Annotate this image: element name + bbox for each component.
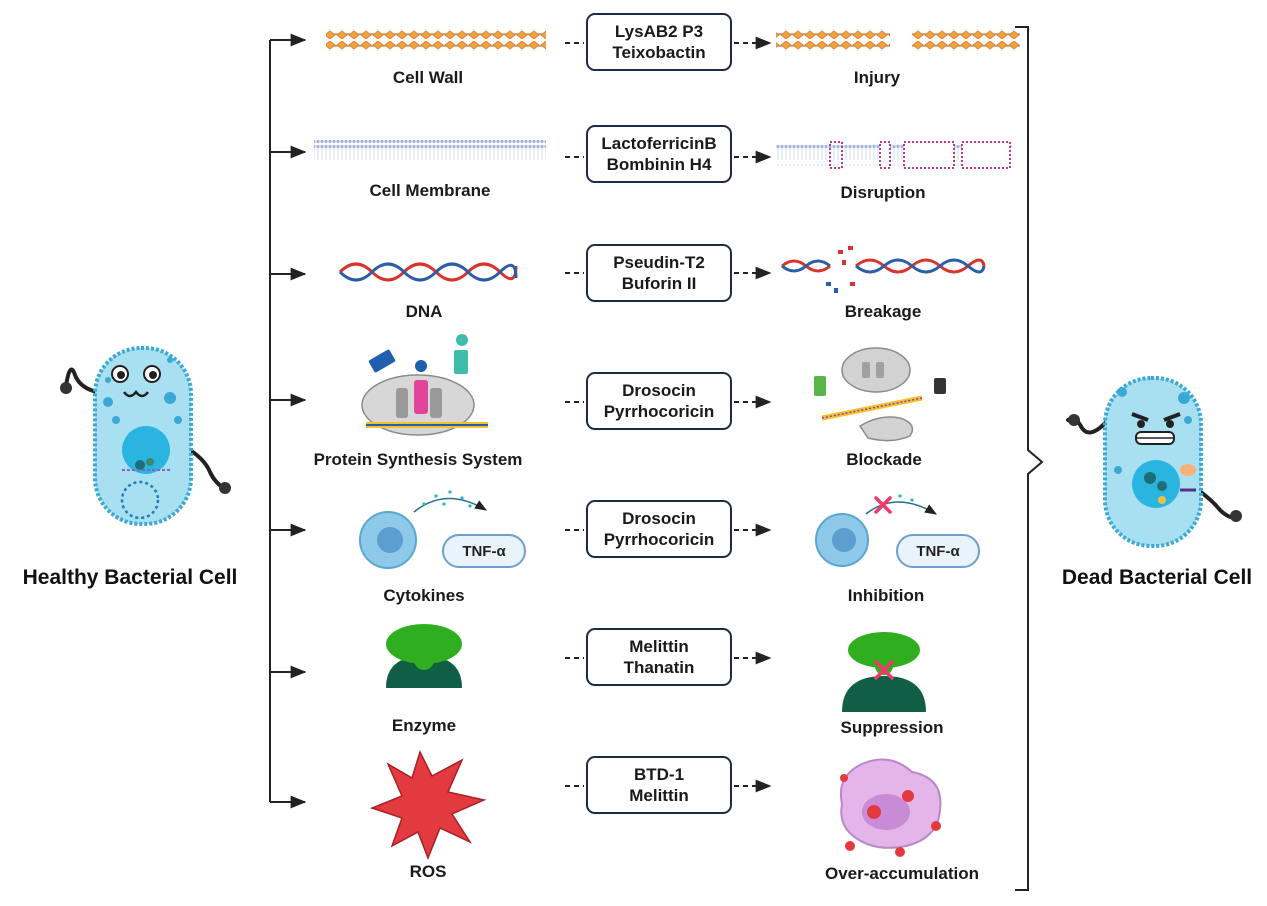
target-label-enzyme: Enzyme [391, 716, 457, 735]
tnf-alpha-badge: TNF-α [442, 534, 526, 568]
outcome-label-inhibition: Inhibition [847, 586, 925, 605]
peptide-name: Thanatin [623, 658, 695, 677]
outcome-label-injury: Injury [853, 68, 901, 87]
peptide-box-ros: BTD-1 Melittin [586, 756, 732, 814]
inhibited-cytokine-icon [815, 494, 938, 567]
enzyme-icon [386, 624, 462, 688]
peptide-name: LysAB2 P3 [614, 22, 704, 41]
target-label-protein-synthesis: Protein Synthesis System [313, 450, 523, 469]
dna-icon [338, 262, 518, 282]
peptide-name: Drosocin [622, 509, 696, 528]
disrupted-membrane-icon [776, 141, 1012, 169]
peptide-box-cell-wall: LysAB2 P3 Teixobactin [586, 13, 732, 71]
peptide-name: Melittin [629, 637, 689, 656]
healthy-cell-label: Healthy Bacterial Cell [22, 566, 238, 589]
blocked-ribosome-icon [814, 347, 946, 442]
peptide-box-cytokines: Drosocin Pyrrhocoricin [586, 500, 732, 558]
peptide-name: Pyrrhocoricin [603, 530, 715, 549]
peptide-box-dna: Pseudin-T2 Buforin II [586, 244, 732, 302]
cytokine-cell-icon [359, 490, 488, 569]
peptide-box-cell-membrane: LactoferricinB Bombinin H4 [586, 125, 732, 183]
right-brace [1015, 26, 1044, 891]
outcome-label-blockade: Blockade [846, 450, 922, 469]
suppressed-enzyme-icon [842, 632, 926, 712]
target-label-dna: DNA [405, 302, 443, 321]
peptide-name: Bombinin H4 [606, 155, 712, 174]
target-label-cell-wall: Cell Wall [392, 68, 464, 87]
cell-wall-icon [326, 29, 546, 51]
ros-icon [369, 749, 487, 861]
dashed-arrows [565, 36, 772, 793]
peptide-name: BTD-1 [633, 765, 685, 784]
dead-cell-label: Dead Bacterial Cell [1061, 566, 1253, 589]
peptide-box-enzyme: Melittin Thanatin [586, 628, 732, 686]
dead-bacterium-icon [1066, 376, 1242, 548]
ribosome-icon [361, 334, 488, 436]
broken-dna-icon [781, 246, 986, 293]
target-label-ros: ROS [409, 862, 447, 881]
ros-accumulation-icon [840, 758, 942, 857]
peptide-name: Pseudin-T2 [613, 253, 705, 272]
outcome-label-over-accumulation: Over-accumulation [825, 864, 979, 883]
injured-cell-wall-icon [776, 29, 1020, 51]
peptide-name: LactoferricinB [601, 134, 717, 153]
outcome-label-suppression: Suppression [840, 718, 944, 737]
peptide-name: Melittin [629, 786, 689, 805]
peptide-box-protein-synthesis: Drosocin Pyrrhocoricin [586, 372, 732, 430]
peptide-name: Buforin II [621, 274, 697, 293]
target-label-cell-membrane: Cell Membrane [369, 181, 491, 200]
outcome-label-disruption: Disruption [840, 183, 926, 202]
cell-membrane-icon [314, 140, 546, 164]
peptide-name: Pyrrhocoricin [603, 402, 715, 421]
left-bracket [269, 33, 307, 809]
peptide-name: Drosocin [622, 381, 696, 400]
outcome-label-breakage: Breakage [844, 302, 922, 321]
tnf-alpha-badge-inhibited: TNF-α [896, 534, 980, 568]
peptide-name: Teixobactin [612, 43, 706, 62]
healthy-bacterium-icon [60, 346, 231, 526]
target-label-cytokines: Cytokines [383, 586, 465, 605]
